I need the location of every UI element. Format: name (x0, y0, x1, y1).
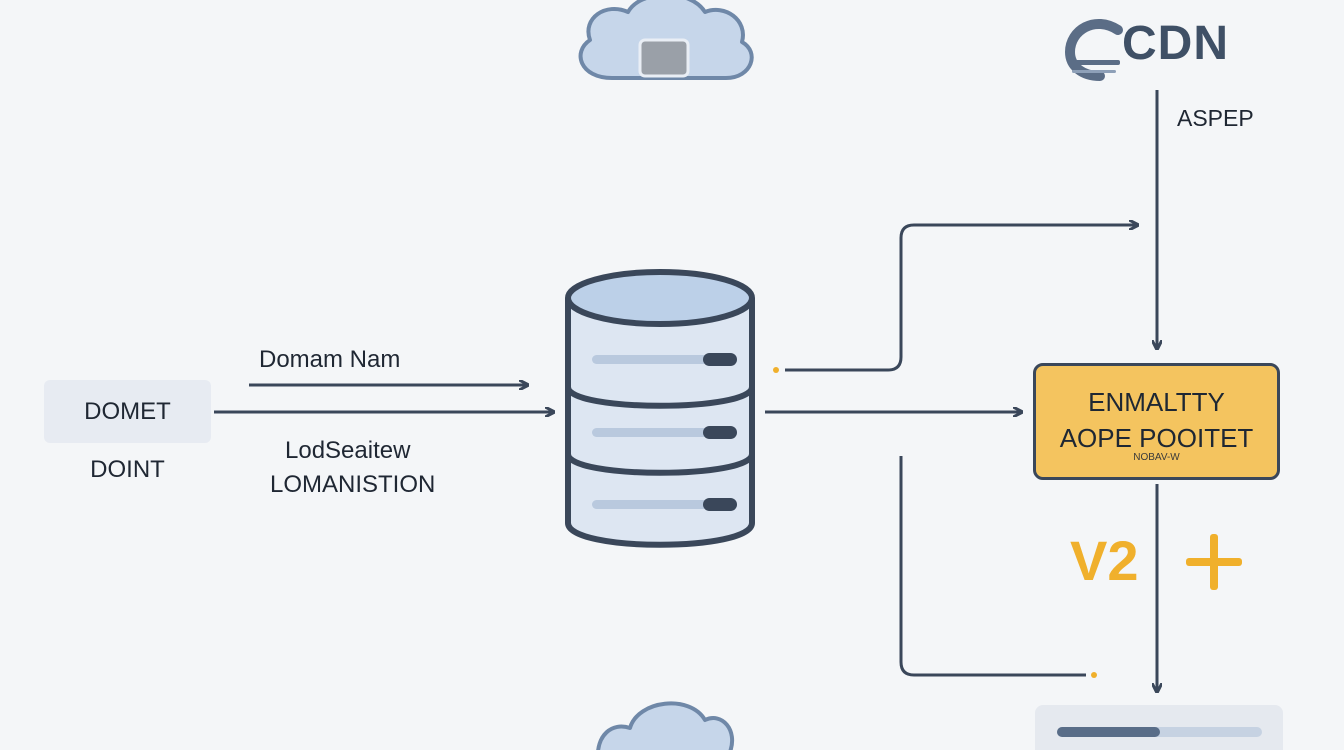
entity-node-subtitle: AOPE POOITET (1059, 423, 1254, 453)
output-card (1035, 705, 1283, 750)
database-to-cdn-route-arrow (785, 225, 1137, 372)
check-icon: V2 (1070, 529, 1139, 592)
entity-node-caption: NOBAV-W (1133, 452, 1180, 463)
cloud-lock-icon (578, 0, 754, 80)
client-sub-label: DOINT (90, 456, 165, 483)
database-icon (565, 269, 755, 548)
entity-node (1033, 363, 1280, 480)
domain-name-label: Domam Nam (259, 346, 401, 373)
cdn-logo-icon (1064, 19, 1123, 81)
output-progress-fill (1057, 727, 1160, 737)
cloud-icon (596, 701, 735, 750)
plus-icon (1186, 534, 1242, 590)
client-box-label: DOMET (84, 398, 171, 425)
entity-node-title: ENMALTTY (1088, 387, 1225, 417)
lookup-label-line-2: LOMANISTION (270, 471, 436, 498)
cdn-edge-label: ASPEP (1177, 105, 1254, 131)
lookup-label-line-1: LodSeaitew (285, 437, 411, 464)
output-progress-track (1057, 727, 1262, 737)
client-box (44, 380, 211, 443)
return-path-line (899, 456, 1086, 677)
cdn-label: CDN (1122, 17, 1229, 70)
